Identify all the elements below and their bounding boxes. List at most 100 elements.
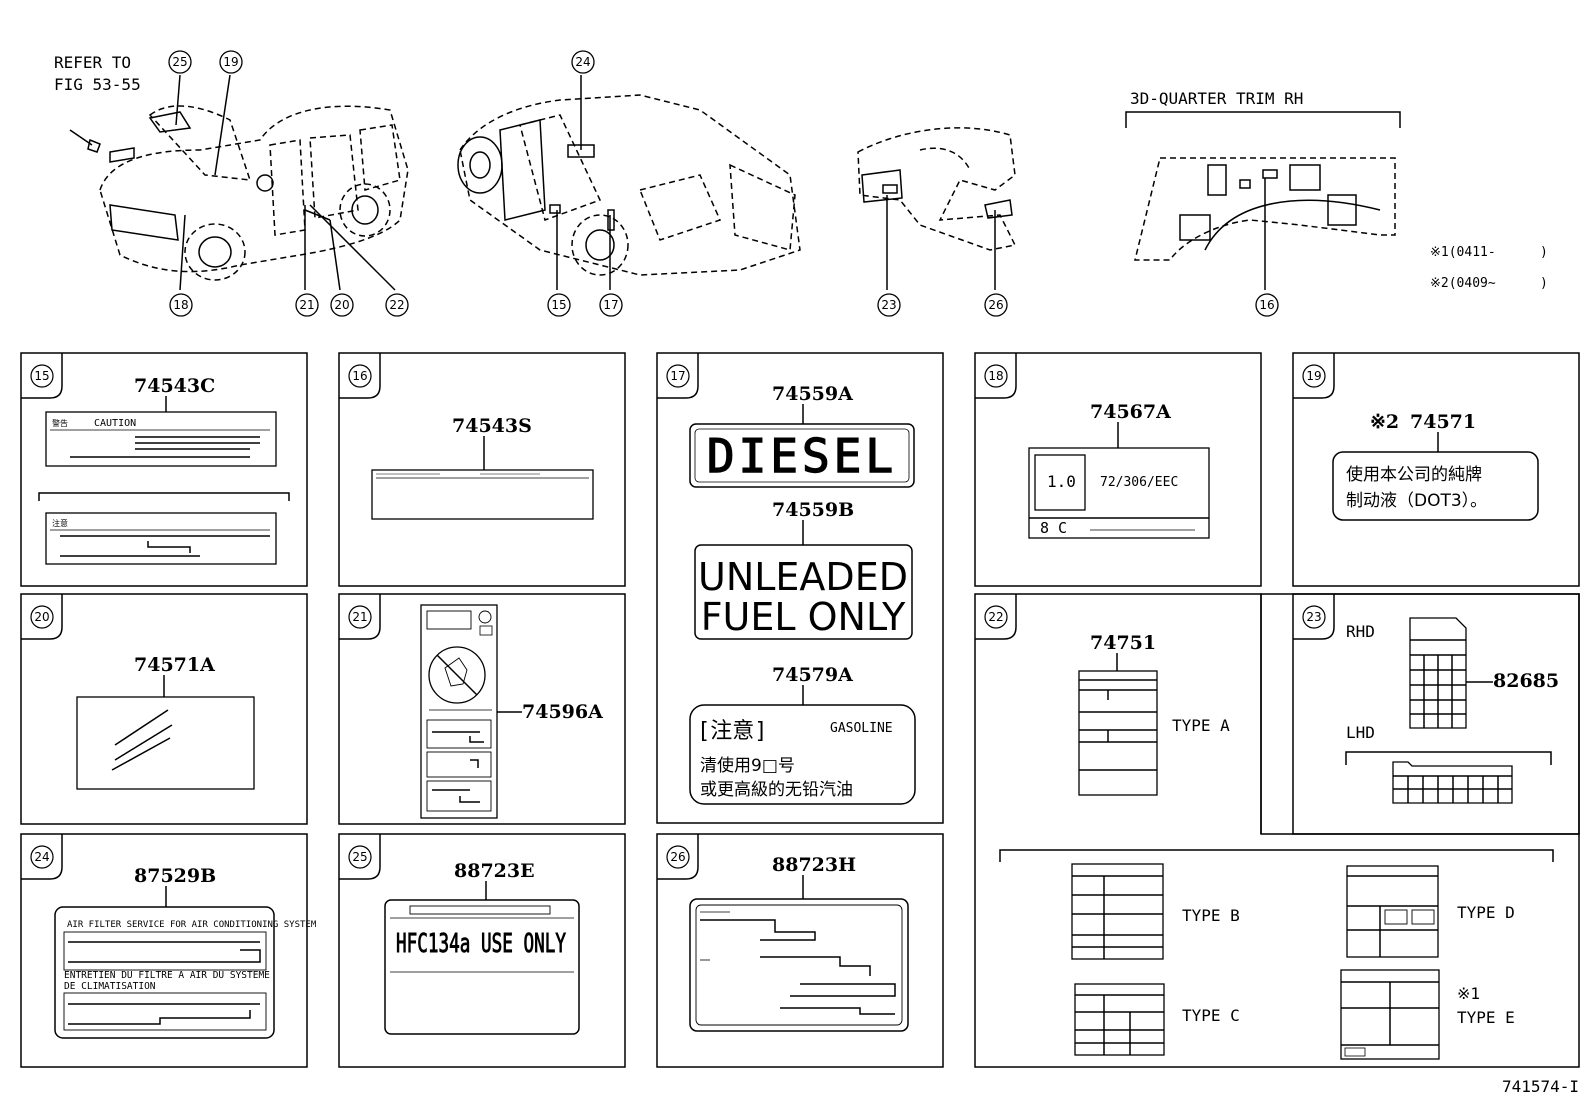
- ref-text: ※2: [1370, 411, 1399, 433]
- part-74571A: 74571A: [134, 654, 215, 676]
- trim-title: 3D-QUARTER TRIM RH: [1130, 89, 1303, 108]
- part-74579A: 74579A: [772, 664, 853, 686]
- type-b-label: TYPE B: [1182, 906, 1240, 925]
- panel-26: 26 88723H: [656, 833, 944, 1068]
- top-illustrations: REFER TO FIG 53-55: [54, 53, 1548, 291]
- panel-20: 20 74571A: [20, 593, 308, 825]
- row-text: 8 C: [1040, 519, 1067, 537]
- instrument-panel-solid: [861, 169, 1013, 219]
- caution-cn-text: [注意]: [697, 719, 768, 744]
- vehicle-rear-view: [459, 94, 801, 276]
- quarter-trim-solid: [1179, 164, 1381, 251]
- panel-24-num: 24: [34, 850, 49, 864]
- panel-16: 16 74543S: [338, 352, 626, 587]
- vehicle-front-solid-parts: [109, 111, 379, 268]
- note-cn: 注意: [52, 518, 68, 528]
- aircon-line-3: DE CLIMATISATION: [64, 981, 156, 992]
- type-d-label: TYPE D: [1457, 903, 1515, 922]
- callout-20: 20: [330, 293, 354, 317]
- svg-text:20: 20: [334, 298, 349, 312]
- panel-20-num: 20: [34, 610, 49, 624]
- svg-text:15: 15: [551, 298, 566, 312]
- gasoline-text: GASOLINE: [830, 721, 893, 736]
- caution-text: CAUTION: [94, 418, 136, 429]
- vehicle-front-view: [99, 105, 409, 281]
- panel-23-num: 23: [1306, 610, 1321, 624]
- instrument-panel-illustration: [857, 127, 1017, 251]
- cn-brake-1: 使用本公司的純牌: [1346, 464, 1482, 485]
- panel-15: 15 74543C 警告 CAUTION 注意: [20, 352, 308, 587]
- panel-21: 21 74596A: [338, 593, 626, 825]
- part-82685: 82685: [1493, 670, 1559, 692]
- figure-id: 741574-I: [1502, 1077, 1579, 1096]
- note-2: ※2(0409~: [1430, 276, 1496, 291]
- panel-22-num: 22: [988, 610, 1003, 624]
- svg-text:18: 18: [173, 298, 188, 312]
- svg-text:16: 16: [1259, 298, 1274, 312]
- type-c-label: TYPE C: [1182, 1006, 1240, 1025]
- callout-24: 24: [571, 50, 595, 74]
- part-74567A: 74567A: [1090, 401, 1171, 423]
- panel-15-num: 15: [34, 369, 49, 383]
- panel-24: 24 87529B AIR FILTER SERVICE FOR AIR CON…: [20, 833, 317, 1068]
- panel-25: 25 88723E HFC134a USE ONLY: [338, 833, 626, 1068]
- callout-21: 21: [295, 293, 319, 317]
- panel-17-num: 17: [670, 369, 685, 383]
- part-74596A: 74596A: [522, 701, 603, 723]
- panel-23: 23 RHD 82685 LHD: [1260, 593, 1580, 835]
- panel-19: 19 ※2 74571 使用本公司的純牌 制动液（DOT3）。: [1292, 352, 1580, 587]
- callout-25: 25: [168, 50, 192, 74]
- hfc-text: HFC134a USE ONLY: [396, 929, 566, 959]
- ref-type-e: ※1: [1457, 984, 1480, 1003]
- callout-16: 16: [1255, 293, 1279, 317]
- callout-23: 23: [877, 293, 901, 317]
- cn-line-2: 或更高級的无铅汽油: [700, 780, 853, 800]
- callout-26: 26: [984, 293, 1008, 317]
- part-74559A: 74559A: [772, 383, 853, 405]
- cn-line-1: 清使用9□号: [700, 755, 795, 776]
- part-87529B: 87529B: [134, 865, 216, 887]
- panel-18-num: 18: [988, 369, 1003, 383]
- svg-text:19: 19: [223, 55, 238, 69]
- svg-text:21: 21: [299, 298, 314, 312]
- callout-17: 17: [599, 293, 623, 317]
- callouts: 25 19 18 21 20 22 24 15 17 23 26 16: [168, 50, 1279, 317]
- svg-text:25: 25: [172, 55, 187, 69]
- type-a-label: TYPE A: [1172, 716, 1230, 735]
- unleaded-text-1: UNLEADED: [698, 555, 908, 599]
- warn-cn: 警告: [52, 418, 68, 428]
- rhd-label: RHD: [1346, 622, 1375, 641]
- panel-18: 18 74567A 1.0 72/306/EEC 8 C: [974, 352, 1262, 587]
- callout-15: 15: [547, 293, 571, 317]
- note-2-end: ): [1540, 276, 1548, 291]
- aircon-line-1: AIR FILTER SERVICE FOR AIR CONDITIONING …: [67, 920, 317, 930]
- refer-text-1: REFER TO: [54, 53, 131, 72]
- type-e-label: TYPE E: [1457, 1008, 1515, 1027]
- quarter-trim-illustration: [1134, 157, 1396, 261]
- part-88723E: 88723E: [454, 860, 535, 882]
- panel-16-num: 16: [352, 369, 367, 383]
- panel-26-num: 26: [670, 850, 685, 864]
- panel-21-num: 21: [352, 610, 367, 624]
- part-74751: 74751: [1090, 632, 1156, 654]
- part-74543C: 74543C: [134, 375, 215, 397]
- value-text: 1.0: [1047, 472, 1076, 491]
- refer-text-2: FIG 53-55: [54, 75, 141, 94]
- trim-bracket: [1125, 111, 1401, 128]
- vehicle-rear-solid-parts: [457, 119, 615, 261]
- callout-22: 22: [385, 293, 409, 317]
- panel-17: 17 74559A DIESEL 74559B UNLEADED FUEL ON…: [656, 352, 944, 824]
- lhd-label: LHD: [1346, 723, 1375, 742]
- aircon-line-2: ENTRETIEN DU FILTRE A AIR DU SYSTEME: [64, 970, 270, 981]
- unleaded-text-2: FUEL ONLY: [701, 595, 906, 639]
- part-74571: 74571: [1410, 411, 1476, 433]
- svg-text:22: 22: [389, 298, 404, 312]
- part-74543S: 74543S: [452, 415, 532, 437]
- cn-brake-2: 制动液（DOT3）。: [1346, 491, 1487, 511]
- callout-19: 19: [219, 50, 243, 74]
- panel-25-num: 25: [352, 850, 367, 864]
- bolt-illustration: [69, 129, 135, 163]
- panel-22: 22 74751 TYPE A TYPE B TYPE C: [974, 593, 1580, 1068]
- svg-text:26: 26: [988, 298, 1003, 312]
